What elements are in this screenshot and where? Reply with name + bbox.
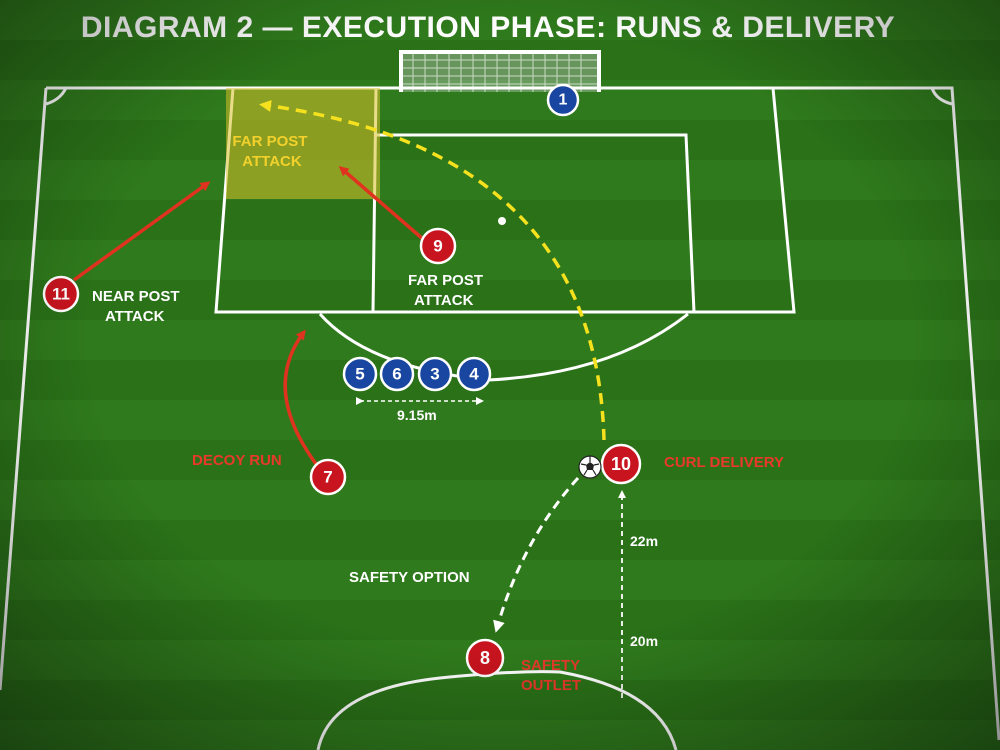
diagram-title: DIAGRAM 2 — EXECUTION PHASE: RUNS & DELI… bbox=[81, 11, 895, 44]
soccer-ball-icon bbox=[578, 455, 602, 479]
goalkeeper-marker: 1 bbox=[546, 83, 580, 117]
svg-text:10: 10 bbox=[611, 454, 631, 474]
penalty-spot bbox=[498, 217, 506, 225]
near-post-runner-marker: 11 bbox=[42, 275, 80, 313]
svg-text:11: 11 bbox=[52, 285, 70, 304]
wall-player-marker: 6 bbox=[379, 356, 415, 392]
curl-delivery-label: CURL DELIVERY bbox=[664, 454, 784, 471]
safety-player-marker: 8 bbox=[465, 638, 505, 678]
svg-text:3: 3 bbox=[430, 365, 439, 384]
decoy-run-label: DECOY RUN bbox=[192, 452, 282, 469]
svg-text:7: 7 bbox=[323, 468, 332, 487]
far-post-runner-marker: 9 bbox=[419, 227, 457, 265]
free-kick-distance-label: 22m bbox=[630, 533, 658, 549]
safety-option-label: SAFETY OPTION bbox=[349, 569, 470, 586]
wall-distance-label: 9.15m bbox=[397, 407, 437, 423]
decoy-runner-marker: 7 bbox=[309, 458, 347, 496]
halfway-distance-label: 20m bbox=[630, 633, 658, 649]
wall-player-marker: 5 bbox=[342, 356, 378, 392]
svg-text:1: 1 bbox=[559, 92, 568, 109]
free-kick-taker-marker: 10 bbox=[600, 443, 642, 485]
wall-player-marker: 3 bbox=[417, 356, 453, 392]
svg-text:4: 4 bbox=[469, 365, 479, 384]
svg-text:9: 9 bbox=[433, 237, 442, 256]
svg-text:6: 6 bbox=[392, 365, 401, 384]
wall-player-marker: 4 bbox=[456, 356, 492, 392]
svg-text:8: 8 bbox=[480, 648, 490, 668]
svg-text:5: 5 bbox=[355, 365, 364, 384]
